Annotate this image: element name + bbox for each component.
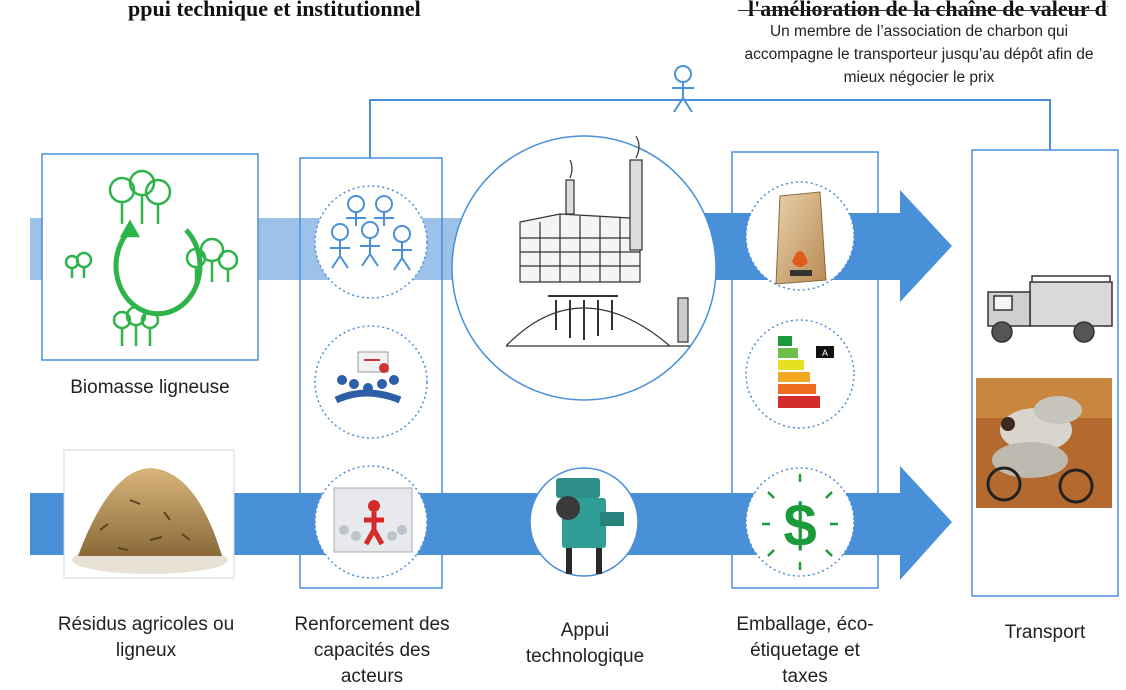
svg-text:A: A (822, 348, 828, 358)
training-group-icon (334, 351, 402, 404)
packaging-circle-3 (745, 467, 855, 577)
residue-pile-image (72, 468, 228, 574)
tree-cycle-icon (64, 169, 239, 346)
bicycle-transport-icon (976, 378, 1112, 508)
dollar-icon: $ (762, 474, 838, 570)
capacity-circle-2 (314, 325, 428, 439)
charcoal-bag-icon (775, 191, 827, 285)
svg-text:$: $ (783, 492, 816, 559)
header-title-left: ppui technique et institutionnel (128, 0, 421, 21)
association-note: Un membre de l’association de charbon qu… (744, 23, 1094, 86)
leader-figure-icon (333, 487, 413, 553)
value-chain-diagram: A $ (30, 65, 1119, 597)
packaging-box (731, 151, 879, 589)
label-residues: Résidus agricoles ou ligneux (57, 614, 235, 661)
association-connector (369, 99, 1056, 162)
people-network-icon (330, 195, 412, 271)
label-packaging: Emballage, éco-étiquetage et taxes (736, 614, 874, 687)
transport-box (971, 149, 1119, 597)
label-transport: Transport (1004, 622, 1086, 643)
label-technology: Appui technologique (525, 620, 645, 667)
capacity-box (299, 157, 443, 589)
header-rule (738, 10, 1098, 11)
charcoal-kiln-icon (505, 135, 690, 347)
briquette-press-icon (556, 478, 624, 574)
label-biomass: Biomasse ligneuse (70, 377, 230, 398)
label-capacity: Renforcement des capacités des acteurs (294, 614, 450, 687)
person-icon (672, 65, 694, 113)
truck-icon (987, 275, 1113, 343)
energy-label-icon: A (778, 336, 834, 408)
